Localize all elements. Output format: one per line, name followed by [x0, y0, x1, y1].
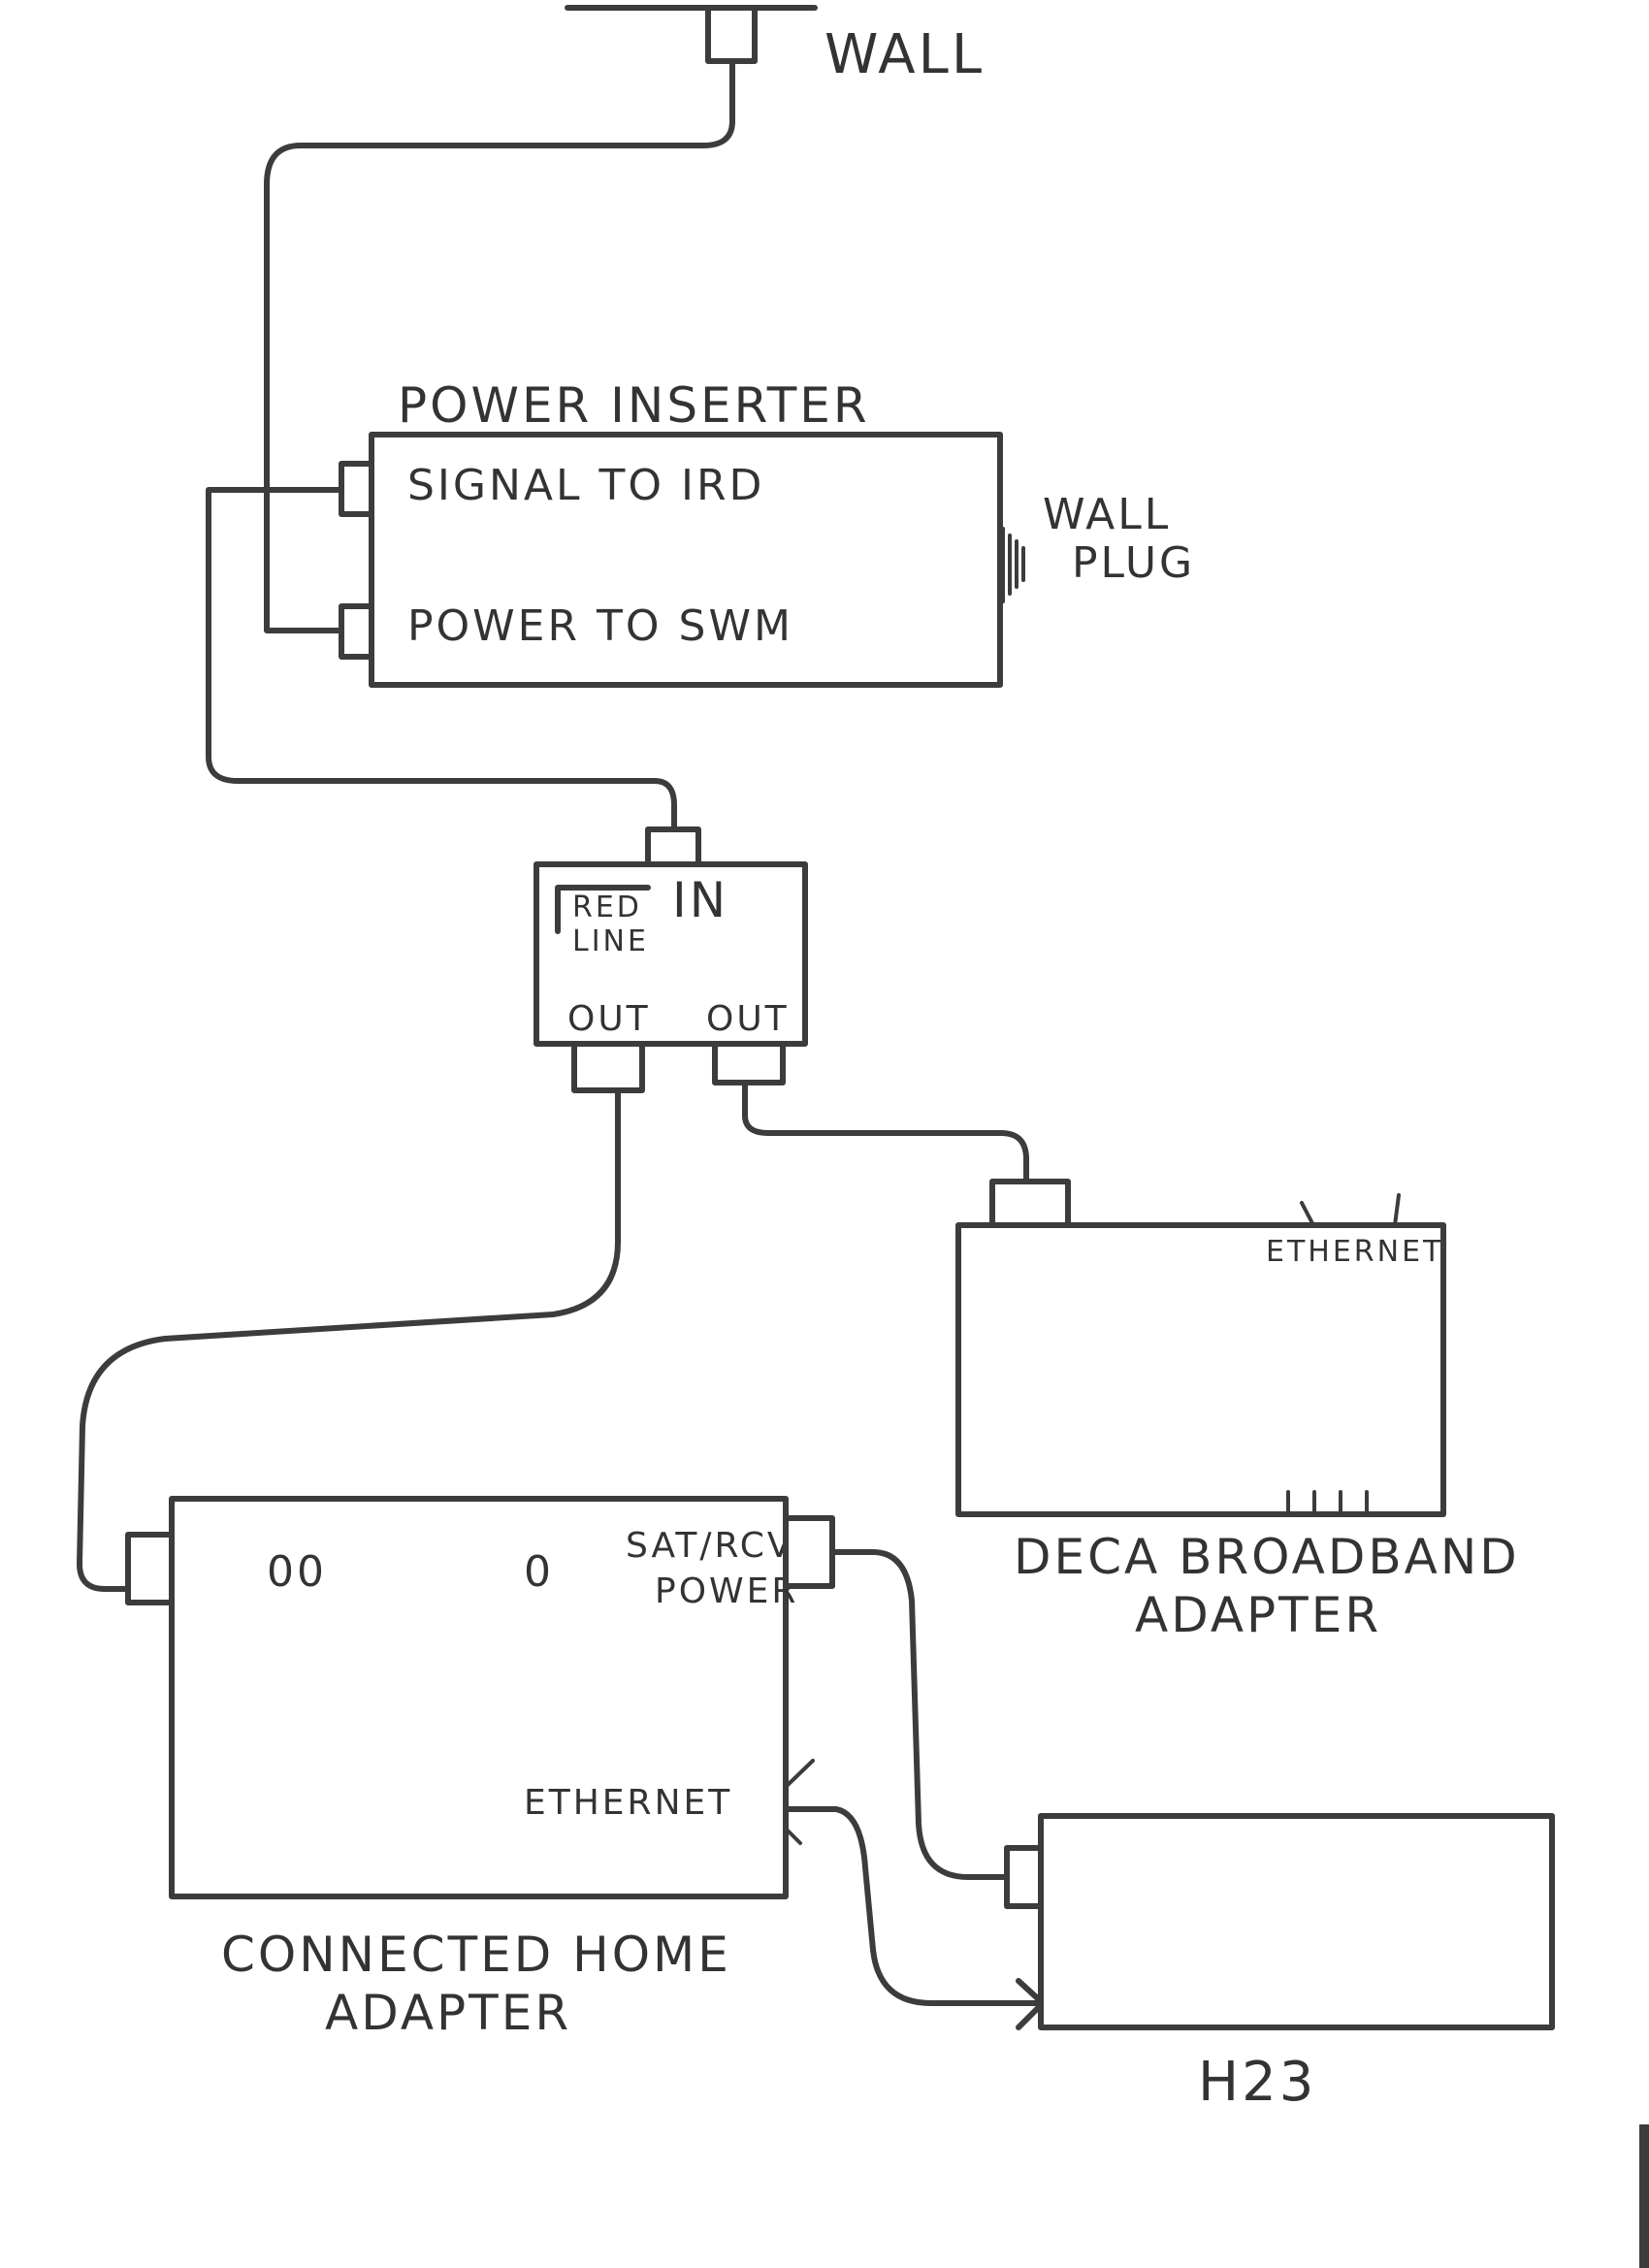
- signal-to-ird-port: [339, 461, 374, 517]
- cable-wall-to-inserter: [264, 58, 735, 633]
- deca-title-2: ADAPTER: [1135, 1587, 1381, 1643]
- cha-ethernet-label: ETHERNET: [524, 1783, 732, 1823]
- cha-sat-rcv-label-1: SAT/RCV: [626, 1526, 793, 1566]
- splitter-in-label: IN: [672, 872, 728, 928]
- deca-coax-port: [989, 1179, 1071, 1228]
- deca-box: [955, 1222, 1446, 1517]
- scan-edge-mark: [1639, 2124, 1649, 2268]
- power-inserter-title: POWER INSERTER: [398, 377, 870, 434]
- wall-plug-icon: [1001, 527, 1025, 603]
- deca-title-1: DECA BROADBAND: [1014, 1529, 1520, 1585]
- signal-to-ird-label: SIGNAL TO IRD: [407, 461, 764, 510]
- cha-led-single: 0: [524, 1547, 554, 1597]
- wall-plug-label-1: WALL: [1043, 490, 1171, 539]
- splitter-out-right-port: [712, 1041, 786, 1085]
- red-line-label-1: RED: [572, 891, 642, 924]
- cha-coax-port: [125, 1532, 175, 1605]
- red-line-label-2: LINE: [572, 924, 649, 958]
- cha-ethernet-port-icon: [784, 1759, 815, 1845]
- cable-inserter-to-splitter: [206, 487, 677, 832]
- splitter-out-right-label: OUT: [706, 999, 790, 1039]
- power-to-swm-label: POWER TO SWM: [407, 601, 793, 651]
- wall-label: WALL: [824, 23, 985, 86]
- cha-box: [169, 1496, 789, 1899]
- cable-splitter-to-cha: [77, 1087, 621, 1592]
- cable-cha-ethernet-to-h23: [783, 1806, 1044, 2006]
- splitter-box: [534, 861, 808, 1047]
- wall-outlet: [565, 5, 818, 64]
- red-line-marker: [555, 885, 651, 934]
- cable-splitter-to-deca: [742, 1080, 1029, 1184]
- power-inserter-box: [369, 432, 1003, 688]
- cha-sat-rcv-label-2: POWER: [655, 1571, 798, 1611]
- cha-title-1: CONNECTED HOME: [221, 1927, 731, 1983]
- splitter-out-left-label: OUT: [567, 999, 651, 1039]
- cha-sat-rcv-port: [783, 1515, 835, 1589]
- h23-box: [1038, 1813, 1555, 2030]
- h23-label: H23: [1198, 2051, 1316, 2114]
- wall-plug-label-2: PLUG: [1072, 538, 1195, 588]
- power-to-swm-port: [339, 603, 374, 660]
- deca-ethernet-port-icon: [1300, 1193, 1401, 1227]
- splitter-in-port: [645, 826, 701, 867]
- cable-cha-power-to-h23: [829, 1549, 1010, 1880]
- cha-led-pair: 00: [267, 1547, 327, 1597]
- deca-ethernet-label: ETHERNET: [1266, 1235, 1443, 1269]
- splitter-out-left-port: [571, 1041, 645, 1093]
- deca-vent-icon: [1286, 1490, 1369, 1516]
- cha-title-2: ADAPTER: [325, 1985, 571, 2041]
